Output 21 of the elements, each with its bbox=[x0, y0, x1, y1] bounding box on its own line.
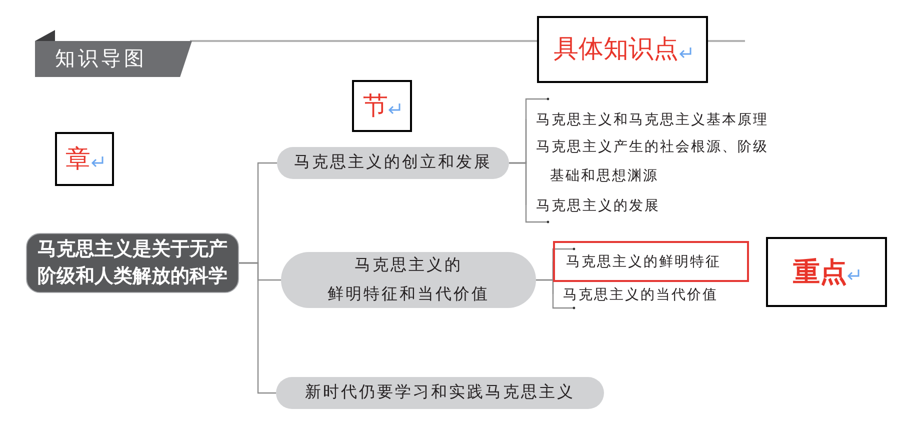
note-box bbox=[537, 16, 708, 83]
note-box bbox=[352, 80, 412, 132]
connector-line bbox=[509, 162, 527, 206]
connector-line bbox=[239, 262, 276, 394]
topic-box: 马克思主义是关于无产阶级和人类解放的科学 bbox=[26, 233, 239, 293]
item-text: 马克思主义产生的社会根源、阶级基础和思想渊源 bbox=[526, 132, 780, 190]
item-text: 马克思主义的当代价值 bbox=[553, 282, 749, 306]
note-box bbox=[766, 237, 887, 307]
subtopic-pill: 新时代仍要学习和实践马克思主义 bbox=[276, 377, 604, 409]
connector-line bbox=[536, 279, 554, 295]
highlight-box: 马克思主义的鲜明特征 bbox=[553, 241, 749, 282]
subtopic-pill: 马克思主义的鲜明特征和当代价值 bbox=[281, 252, 536, 308]
title-tab: 知识导图 bbox=[35, 41, 192, 77]
note-text: 具体知识点 bbox=[554, 37, 678, 62]
note-text: 章 bbox=[66, 146, 90, 172]
note-box bbox=[55, 132, 114, 186]
item-text: 马克思主义和马克思主义基本原理 bbox=[526, 107, 778, 131]
note-text: 重点 bbox=[793, 258, 847, 286]
note-text: 节 bbox=[363, 94, 388, 118]
item-text: 马克思主义的发展 bbox=[526, 193, 778, 217]
subtopic-pill: 马克思主义的创立和发展 bbox=[277, 147, 509, 179]
